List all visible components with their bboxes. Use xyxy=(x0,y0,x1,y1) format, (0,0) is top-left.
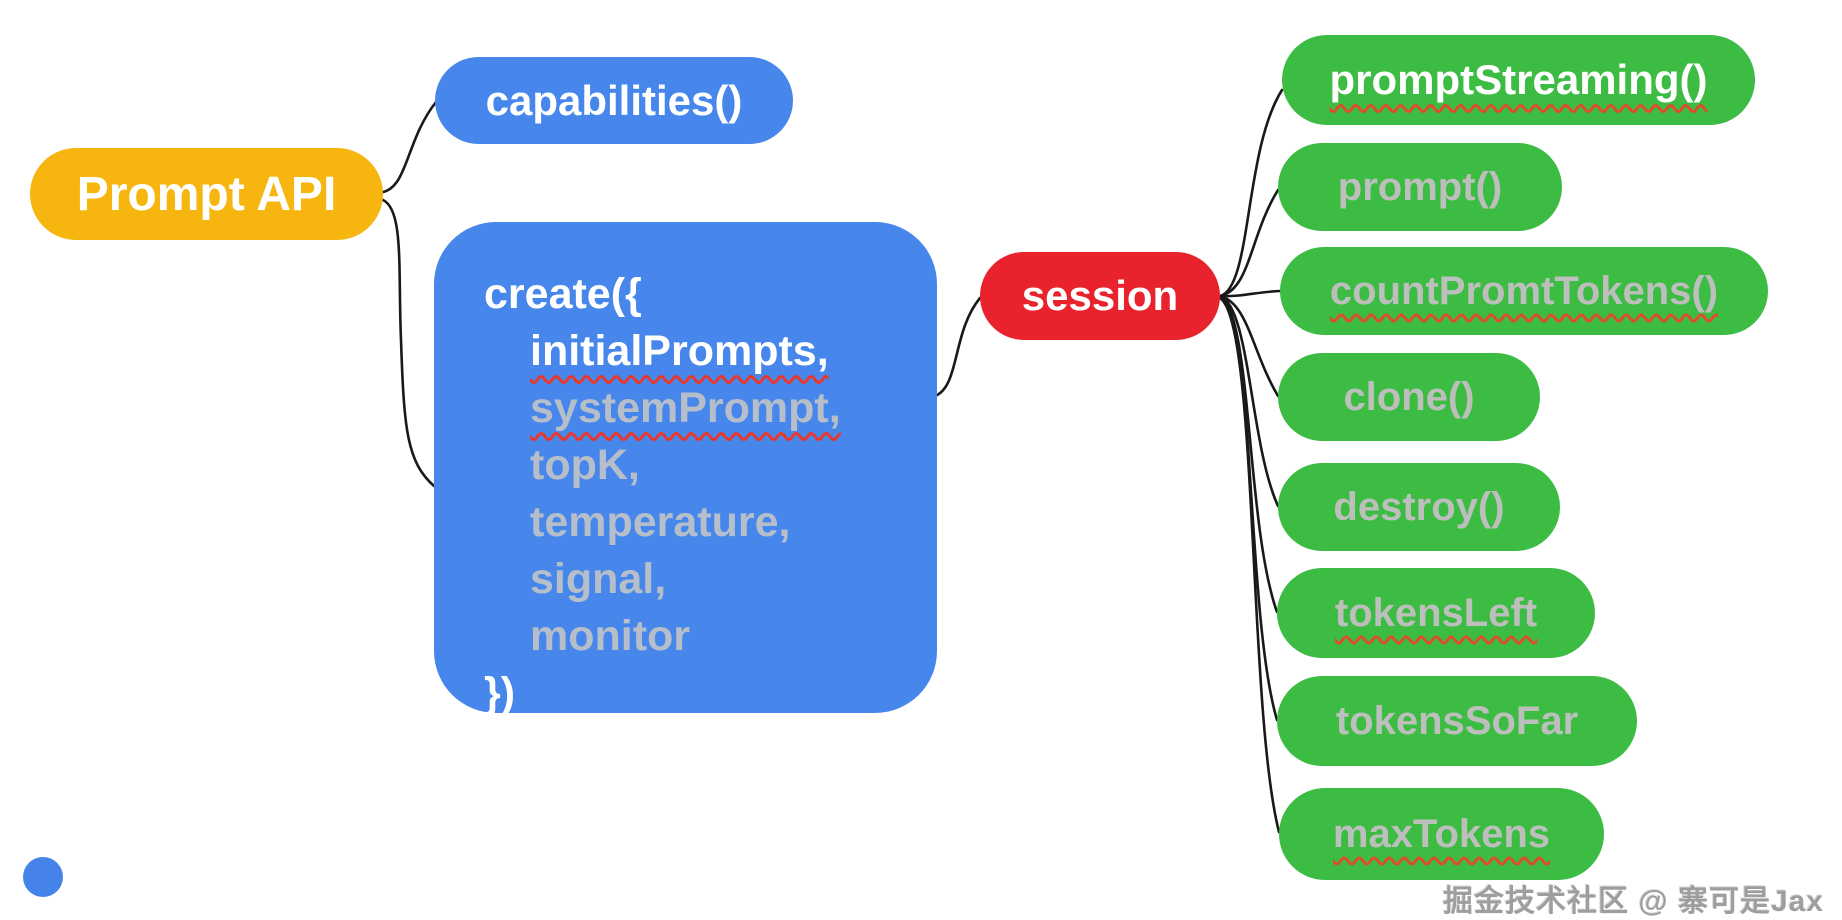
edge-session-maxtokens xyxy=(1218,296,1281,834)
node-prompt-streaming: promptStreaming() xyxy=(1282,35,1755,125)
edge-session-tokenssofar xyxy=(1218,295,1279,722)
edge-session-clone xyxy=(1218,294,1280,398)
edge-create-session xyxy=(933,296,982,398)
node-clone: clone() xyxy=(1278,353,1540,441)
node-prompt-api: Prompt API xyxy=(30,148,383,240)
edge-root-capabilities xyxy=(381,100,438,194)
edge-session-prompt xyxy=(1218,188,1280,298)
node-destroy-label: destroy() xyxy=(1333,484,1505,529)
node-max-tokens-label: maxTokens xyxy=(1332,811,1551,856)
edge-session-promptstreaming xyxy=(1218,88,1284,298)
node-max-tokens: maxTokens xyxy=(1279,788,1604,880)
node-tokens-so-far: tokensSoFar xyxy=(1277,676,1637,766)
param-systemPrompt: systemPrompt, xyxy=(530,384,841,432)
node-tokens-left: tokensLeft xyxy=(1277,568,1595,658)
create-close-brace: }) xyxy=(484,669,516,717)
node-count-promt-tokens: countPromtTokens() xyxy=(1280,247,1768,335)
node-create: create({ initialPrompts, systemPrompt, t… xyxy=(434,222,937,717)
node-tokens-so-far-label: tokensSoFar xyxy=(1335,698,1579,743)
node-session-label: session xyxy=(1021,272,1179,319)
edge-session-countpromttokens xyxy=(1218,289,1282,298)
edge-root-create xyxy=(381,198,436,488)
node-capabilities: capabilities() xyxy=(435,57,793,144)
node-count-promt-tokens-label: countPromtTokens() xyxy=(1329,268,1719,313)
param-topK: topK, xyxy=(530,441,640,489)
node-session: session xyxy=(980,252,1220,340)
param-initialPrompts: initialPrompts, xyxy=(530,327,829,375)
edge-session-destroy xyxy=(1218,294,1280,508)
watermark: 掘金技术社区 @ 寨可是Jax xyxy=(1443,885,1824,918)
node-prompt-streaming-label: promptStreaming() xyxy=(1329,56,1708,103)
param-signal: signal, xyxy=(530,555,667,603)
node-destroy: destroy() xyxy=(1278,463,1560,551)
node-prompt: prompt() xyxy=(1278,143,1562,231)
node-prompt-api-label: Prompt API xyxy=(76,167,337,221)
node-tokens-left-label: tokensLeft xyxy=(1334,590,1538,635)
param-temperature: temperature, xyxy=(530,498,791,546)
param-monitor: monitor xyxy=(530,612,691,660)
create-open-brace: create({ xyxy=(484,270,642,318)
blue-dot xyxy=(23,857,63,897)
node-prompt-label: prompt() xyxy=(1337,164,1503,209)
node-clone-label: clone() xyxy=(1343,374,1475,419)
node-capabilities-label: capabilities() xyxy=(485,76,743,124)
